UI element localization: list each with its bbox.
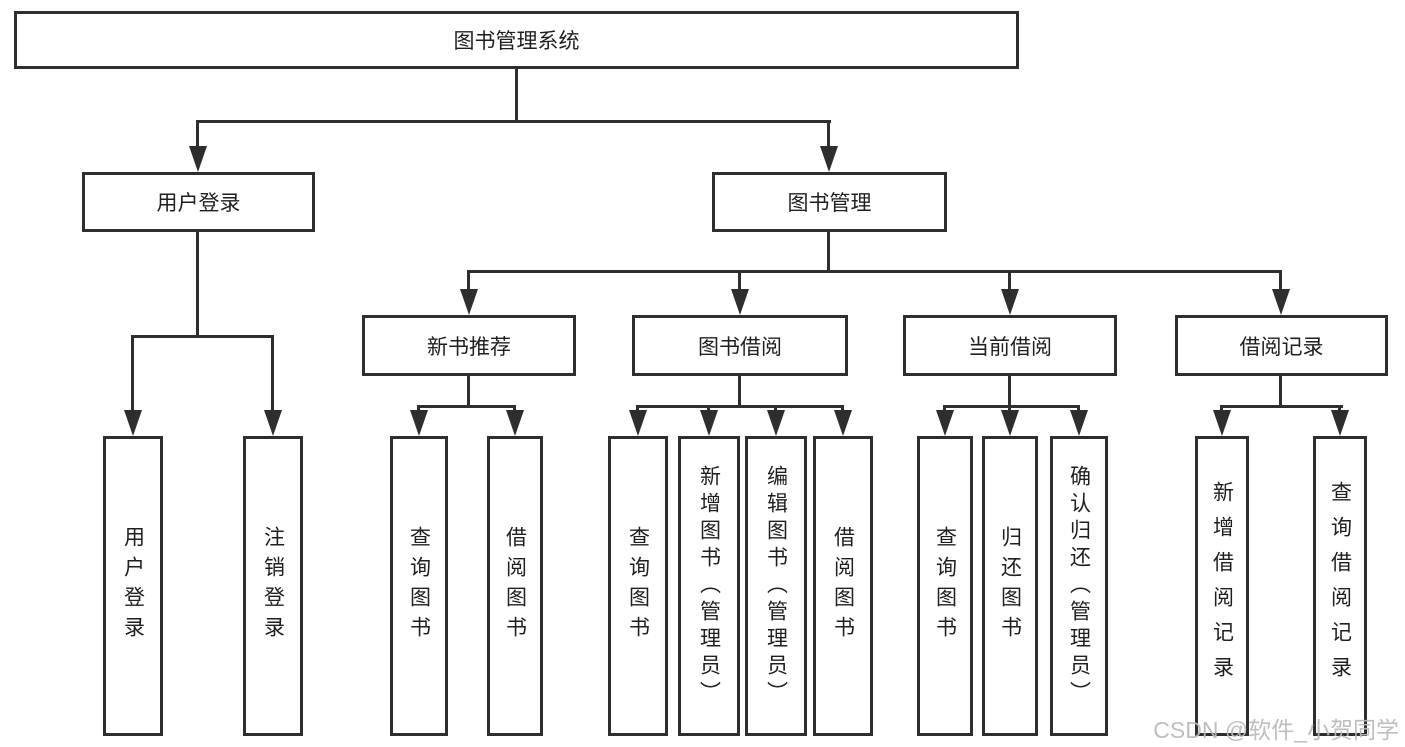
connector-line [271, 335, 274, 412]
leaf-edit-books-admin: 编辑图书（管理员） [745, 436, 807, 736]
arrow-down-icon [1070, 410, 1088, 436]
node-label: 用户登录 [156, 192, 241, 215]
connector-line [417, 405, 420, 413]
arrow-down-icon [189, 146, 207, 172]
connector-line [774, 405, 777, 413]
leaf-borrow-books-borrowing: 借阅图书 [813, 436, 873, 736]
node-root-library-system: 图书管理系统 [14, 11, 1019, 69]
node-label: 新书推荐 [427, 335, 511, 359]
node-label: 编辑图书（管理员） [764, 464, 788, 708]
connector-line [1077, 405, 1080, 413]
leaf-user-login: 用户登录 [103, 436, 163, 736]
connector-line [1008, 405, 1011, 413]
node-label: 归还图书 [998, 526, 1022, 646]
node-label: 当前借阅 [968, 335, 1052, 359]
connector-line [1220, 405, 1223, 413]
connector-line [467, 270, 470, 291]
node-user-login: 用户登录 [82, 172, 315, 232]
connector-line [417, 405, 516, 408]
leaf-borrow-books-recommend: 借阅图书 [487, 436, 543, 736]
connector-line [1008, 270, 1011, 291]
connector-line [841, 405, 844, 413]
arrow-down-icon [700, 410, 718, 436]
connector-line [943, 405, 946, 413]
node-label: 借阅记录 [1239, 335, 1324, 359]
leaf-add-borrow-record: 新增借阅记录 [1195, 436, 1249, 736]
node-label: 查询图书 [407, 526, 431, 646]
connector-line [1279, 270, 1282, 291]
node-label: 图书管理 [787, 192, 872, 215]
node-label: 查询图书 [626, 526, 650, 646]
connector-line [827, 232, 830, 273]
arrow-down-icon [506, 410, 524, 436]
arrow-down-icon [460, 289, 478, 315]
node-label: 注销登录 [261, 526, 285, 646]
arrow-down-icon [767, 410, 785, 436]
node-label: 确认归还（管理员） [1067, 464, 1091, 708]
arrow-down-icon [1331, 410, 1349, 436]
connector-line [467, 376, 470, 408]
node-label: 新增图书（管理员） [697, 464, 721, 708]
arrow-down-icon [1272, 289, 1290, 315]
node-label: 用户登录 [121, 526, 145, 646]
arrow-down-icon [834, 410, 852, 436]
connector-line [1279, 376, 1282, 408]
connector-line [707, 405, 710, 413]
leaf-logout: 注销登录 [243, 436, 303, 736]
node-label: 图书借阅 [698, 335, 782, 359]
connector-line [515, 69, 518, 123]
arrow-down-icon [410, 410, 428, 436]
connector-line [1008, 376, 1011, 408]
connector-line [131, 335, 274, 338]
node-label: 借阅图书 [831, 526, 855, 646]
leaf-query-books-current: 查询图书 [917, 436, 973, 736]
node-book-management: 图书管理 [712, 172, 947, 232]
arrow-down-icon [820, 146, 838, 172]
node-new-book-recommend: 新书推荐 [362, 315, 576, 376]
csdn-watermark: CSDN @软件_小贺同学 [1153, 717, 1399, 743]
connector-line [943, 405, 1080, 408]
connector-line [827, 120, 830, 148]
connector-line [196, 120, 831, 123]
arrow-down-icon [1213, 410, 1231, 436]
connector-line [467, 270, 1282, 273]
node-current-borrowing: 当前借阅 [903, 315, 1117, 376]
node-label: 查询图书 [933, 526, 957, 646]
arrow-down-icon [629, 410, 647, 436]
arrow-down-icon [264, 410, 282, 436]
connector-line [636, 405, 844, 408]
connector-line [1338, 405, 1341, 413]
node-label: 图书管理系统 [453, 30, 580, 53]
connector-line [513, 405, 516, 413]
leaf-confirm-return-admin: 确认归还（管理员） [1050, 436, 1108, 736]
node-borrowing-records: 借阅记录 [1175, 315, 1388, 376]
leaf-query-books-borrowing: 查询图书 [608, 436, 668, 736]
arrow-down-icon [936, 410, 954, 436]
leaf-query-borrow-record: 查询借阅记录 [1313, 436, 1367, 736]
node-label: 新增借阅记录 [1210, 481, 1234, 691]
node-label: 借阅图书 [503, 526, 527, 646]
arrow-down-icon [1001, 410, 1019, 436]
connector-line [738, 376, 741, 408]
leaf-add-books-admin: 新增图书（管理员） [678, 436, 740, 736]
connector-line [196, 232, 199, 338]
leaf-query-books-recommend: 查询图书 [390, 436, 448, 736]
connector-line [636, 405, 639, 413]
arrow-down-icon [124, 410, 142, 436]
connector-line [131, 335, 134, 412]
arrow-down-icon [731, 289, 749, 315]
arrow-down-icon [1001, 289, 1019, 315]
leaf-return-books: 归还图书 [982, 436, 1038, 736]
connector-line [196, 120, 199, 148]
connector-line [1220, 405, 1343, 408]
node-label: 查询借阅记录 [1328, 481, 1352, 691]
connector-line [738, 270, 741, 291]
node-book-borrowing: 图书借阅 [632, 315, 848, 376]
